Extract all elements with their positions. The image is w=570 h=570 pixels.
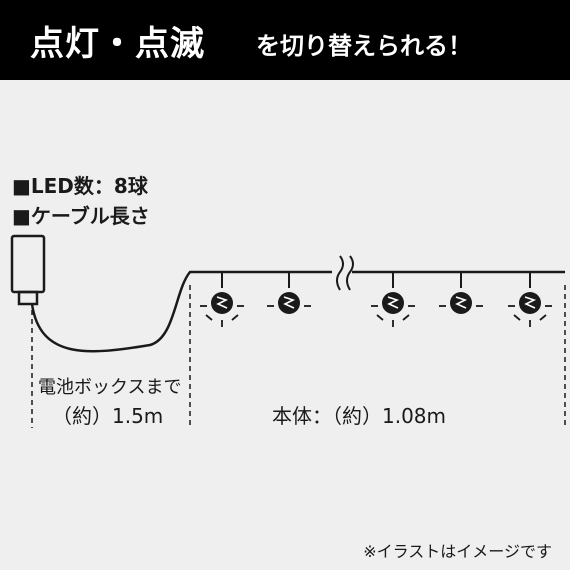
header-title-main: 点灯・点滅 [30, 24, 205, 64]
header-title-sub: を切り替えられる！ [256, 32, 472, 60]
illustration-note: ※イラストはイメージです [363, 542, 552, 561]
battery-box-icon [10, 234, 46, 306]
battery-length-label-line2: （約）1.5m [52, 404, 164, 428]
body-length-label: 本体：（約）1.08m [272, 404, 447, 428]
led-bulb-icon [508, 272, 552, 327]
battery-cable [30, 270, 332, 353]
led-bulb-icon [267, 272, 311, 314]
cable-break-icon [336, 255, 354, 291]
led-bulb-icon [371, 272, 415, 327]
led-bulb-icon [200, 272, 244, 327]
battery-length-label-line1: 電池ボックスまで [38, 377, 182, 398]
header-banner: 点灯・点滅 を切り替えられる！ [0, 0, 570, 80]
led-bulb-icon [439, 272, 483, 314]
spec-cable-length: ■ケーブル長さ [12, 204, 150, 228]
dimension-lines [31, 285, 566, 428]
spec-led-count: ■LED数：8球 [12, 174, 148, 198]
